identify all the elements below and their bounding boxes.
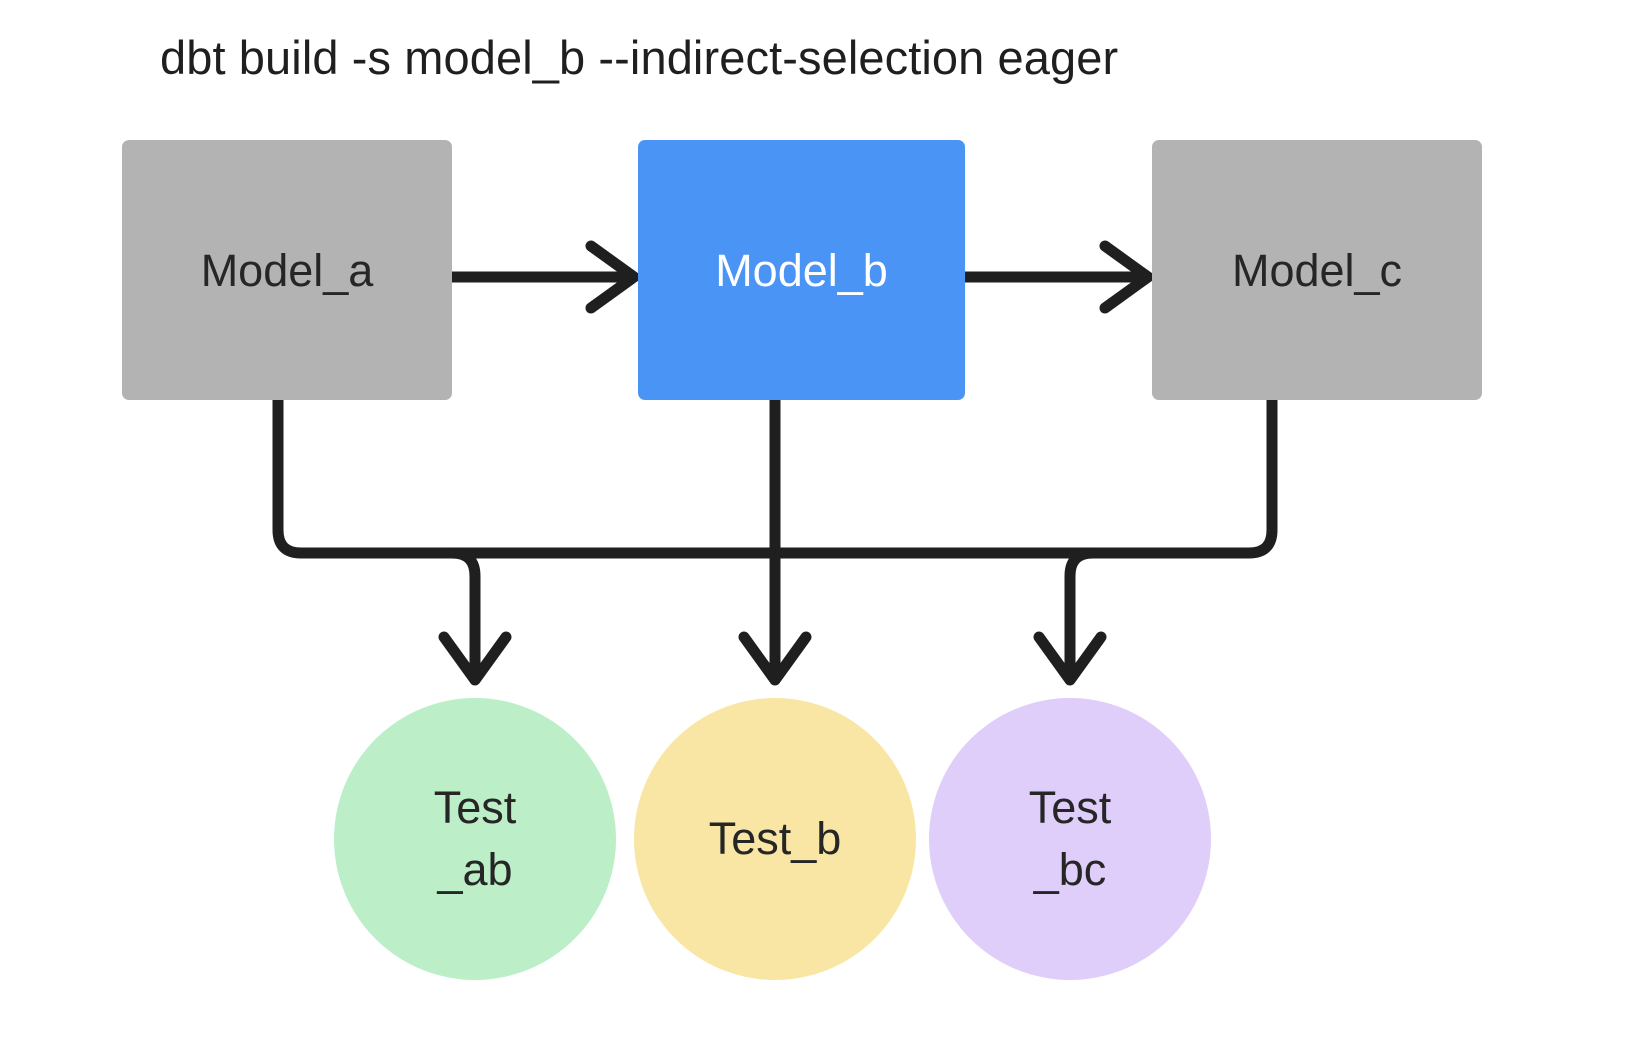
page-title: dbt build -s model_b --indirect-selectio… <box>160 31 1119 84</box>
node-test-ab-label: Test _ab <box>433 781 517 895</box>
node-test-b-label: Test_b <box>708 812 842 864</box>
node-test-ab[interactable]: Test _ab <box>334 698 616 980</box>
node-model-b-label: Model_b <box>715 244 888 296</box>
edge-bus-to-test-bc <box>1033 547 1107 686</box>
node-test-bc-label: Test _bc <box>1028 781 1112 895</box>
edge-model-c-to-bus <box>1064 394 1278 559</box>
node-model-c-label: Model_c <box>1231 244 1403 296</box>
node-model-a[interactable]: Model_a <box>122 140 452 400</box>
node-test-bc[interactable]: Test _bc <box>929 698 1211 980</box>
node-test-b[interactable]: Test_b <box>634 698 916 980</box>
node-model-b[interactable]: Model_b <box>638 140 965 400</box>
edge-model-a-to-model-b <box>446 240 640 314</box>
edge-model-b-to-model-c <box>959 240 1154 314</box>
edge-bus-to-test-ab <box>438 547 512 686</box>
node-model-a-label: Model_a <box>200 244 374 296</box>
edge-model-a-to-bus <box>272 394 481 559</box>
node-model-c[interactable]: Model_c <box>1152 140 1482 400</box>
edge-bus-to-test-b <box>738 547 812 686</box>
